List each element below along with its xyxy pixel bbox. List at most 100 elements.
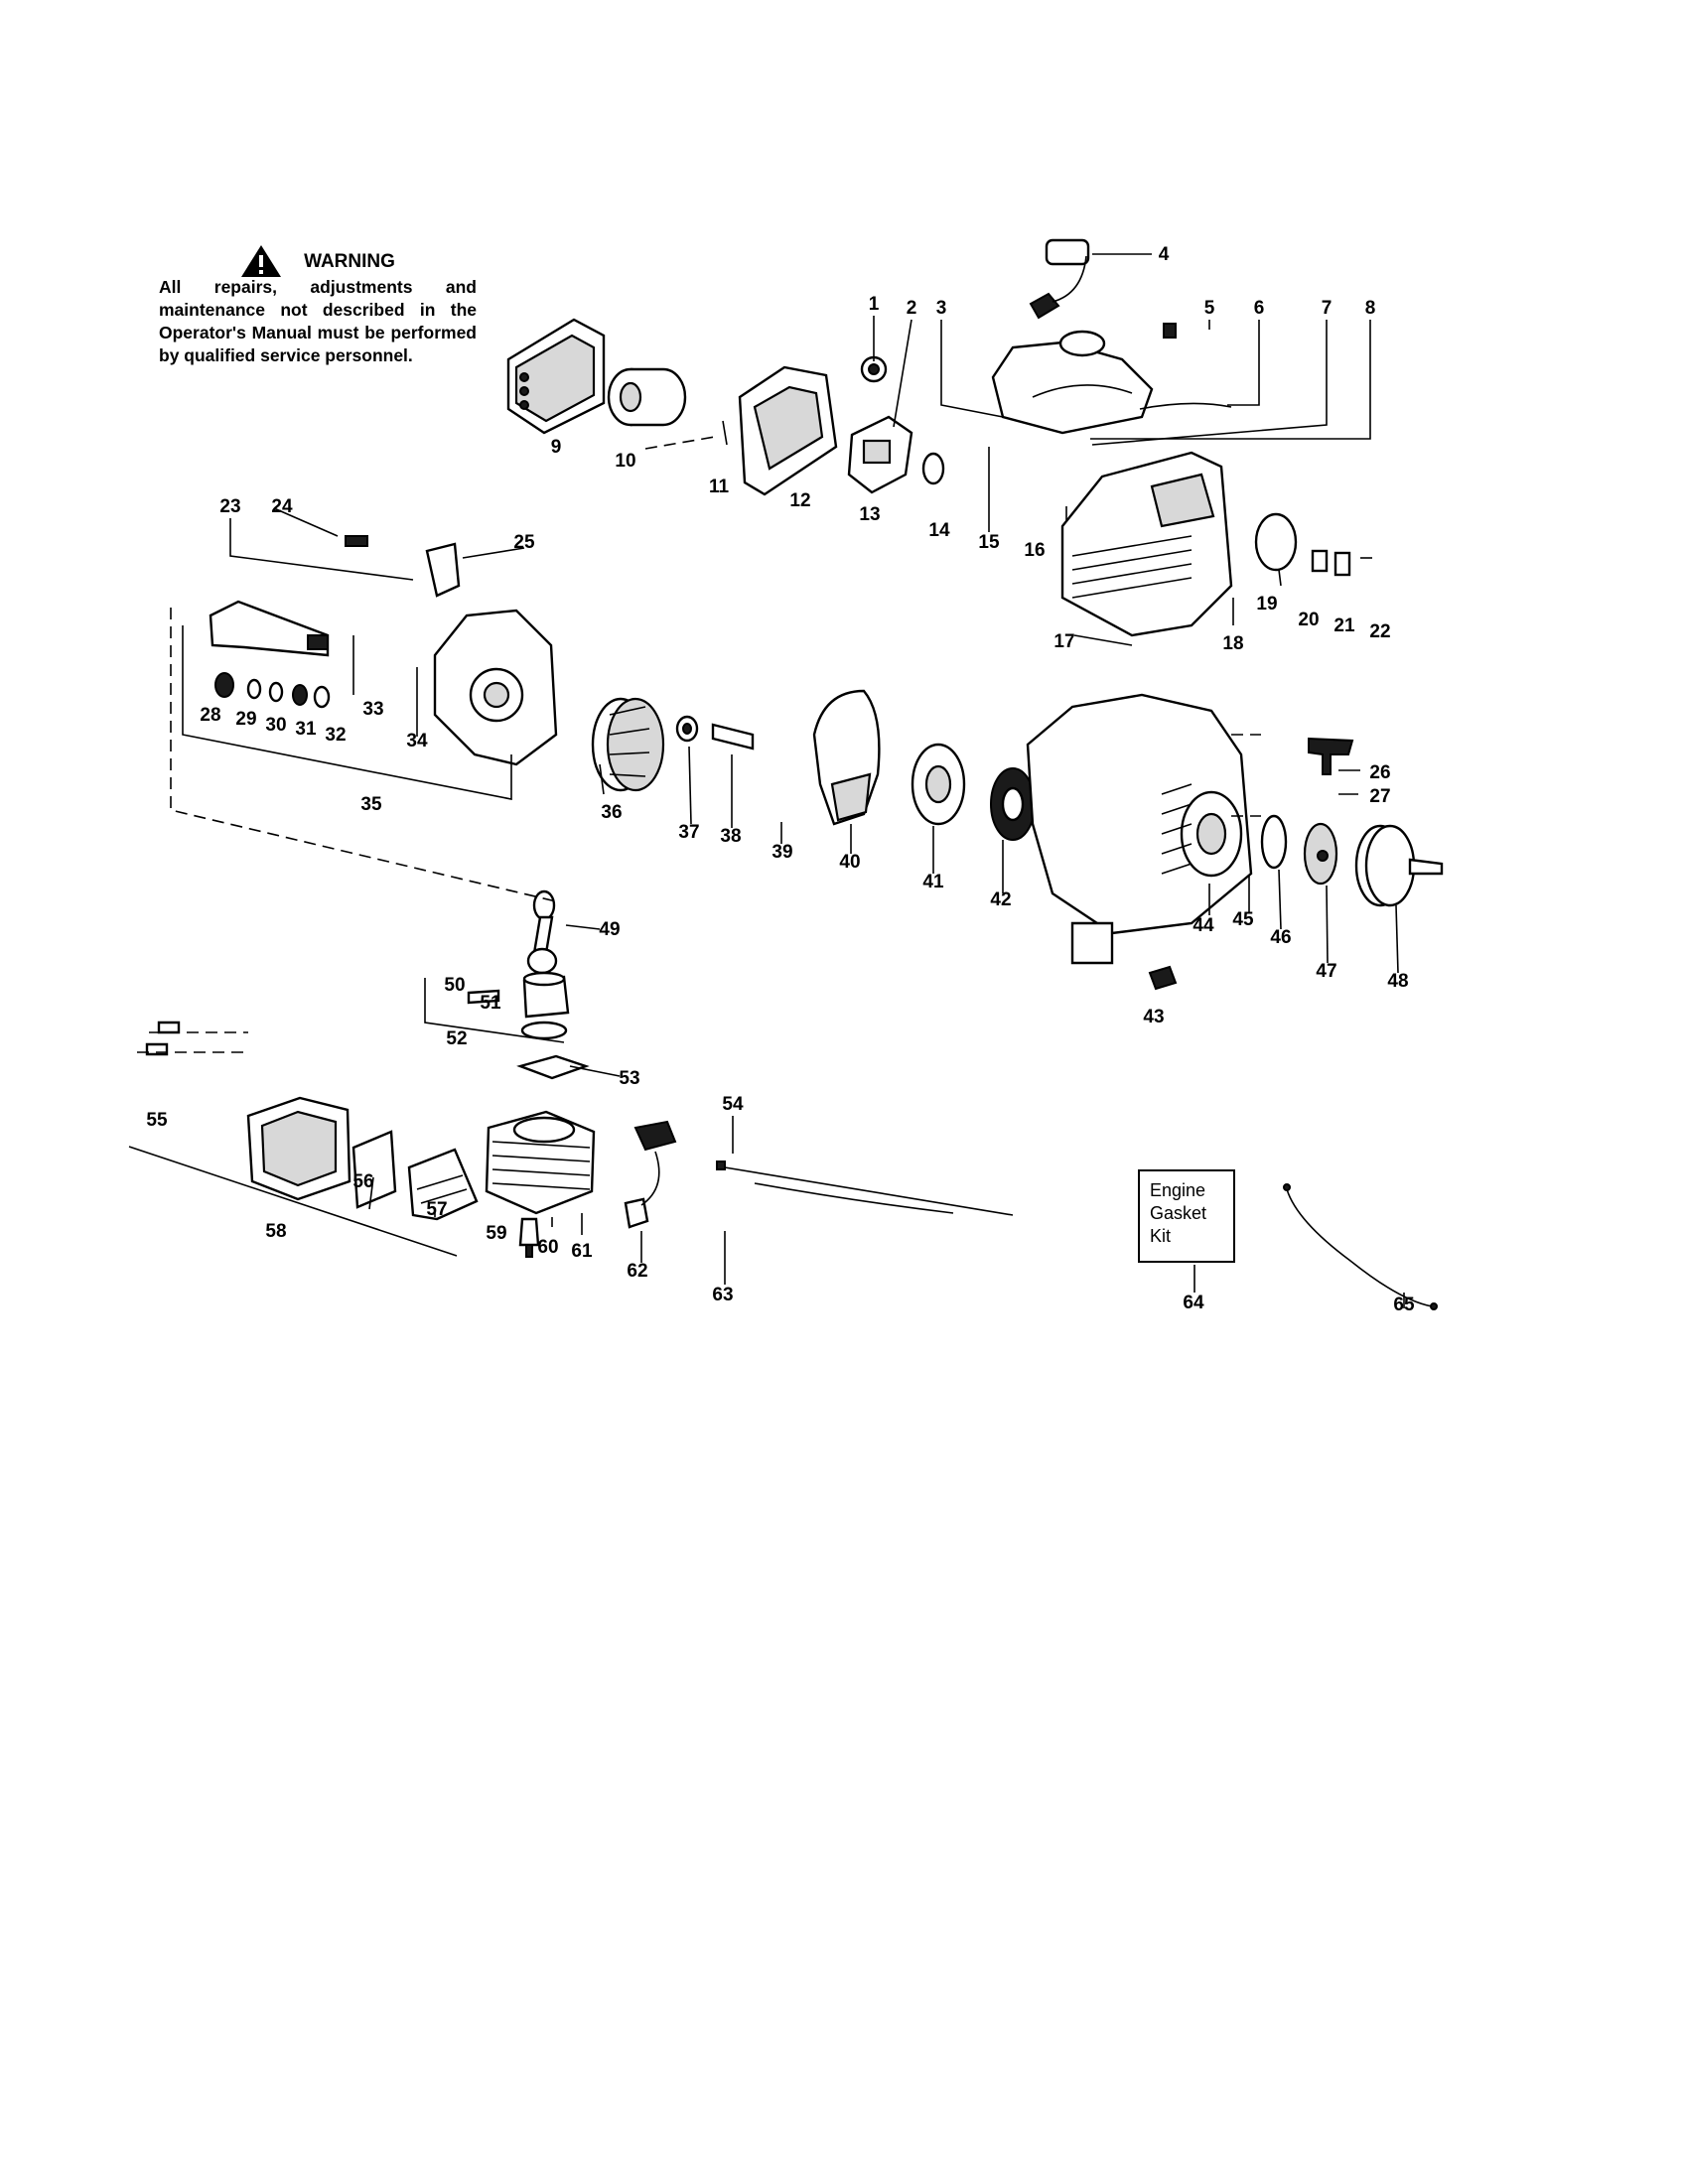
part-label: 60: [537, 1237, 558, 1258]
part-label: 42: [990, 889, 1011, 910]
part-label: 23: [219, 496, 240, 517]
warning-header: WARNING: [159, 244, 477, 278]
part-label: 59: [486, 1223, 506, 1244]
part-6-fuel-line: [1139, 402, 1232, 410]
part-label: 2: [907, 298, 917, 319]
part-label: 15: [978, 532, 1000, 553]
warning-text: All repairs, adjustments and maintenance…: [159, 277, 477, 365]
part-label: 20: [1298, 610, 1319, 630]
part-25-bracket: [425, 542, 461, 598]
kit-line-2: Gasket: [1150, 1203, 1207, 1223]
part-50-piston-pin: [467, 989, 500, 1005]
part-48-drum: [1354, 824, 1444, 907]
part-label: 14: [928, 520, 950, 541]
part-label: 1: [869, 294, 880, 315]
part-18-engine-shroud: [1060, 451, 1233, 637]
part-label: 63: [712, 1285, 733, 1305]
part-label: 50: [444, 975, 465, 996]
part-label: 62: [627, 1261, 647, 1282]
part-29-30-31-32-rings: [246, 678, 331, 709]
part-label: 27: [1369, 786, 1390, 807]
part-36-flywheel: [591, 697, 665, 792]
part-47-pawl-plate: [1303, 822, 1338, 886]
part-label: 36: [601, 802, 622, 823]
part-label: 34: [406, 731, 428, 751]
part-59-cylinder: [485, 1110, 596, 1215]
part-label: 37: [678, 822, 699, 843]
part-label: 4: [1159, 244, 1170, 265]
kit-line-3: Kit: [1150, 1226, 1172, 1246]
part-19-o-ring: [1254, 512, 1298, 572]
part-label: 10: [615, 451, 635, 472]
part-62-ignition-module: [624, 1120, 677, 1229]
part-label: 65: [1393, 1295, 1415, 1315]
part-54-cable-assembly: [716, 1160, 1014, 1216]
part-label: 17: [1053, 631, 1074, 652]
part-label: 38: [720, 826, 741, 847]
part-label: 13: [859, 504, 880, 525]
part-9-air-filter-cover: [506, 318, 606, 435]
part-label: 43: [1143, 1007, 1164, 1027]
part-40-fan-cover: [812, 689, 881, 826]
part-label: 6: [1254, 298, 1265, 319]
part-label: 33: [362, 699, 383, 720]
part-label: 31: [295, 719, 317, 740]
part-label: 55: [146, 1110, 168, 1131]
part-label: 7: [1322, 298, 1333, 319]
part-label: 57: [426, 1199, 447, 1220]
part-13-carburetor: [847, 415, 913, 494]
part-11-screw: [722, 420, 728, 446]
part-43-clip: [1148, 965, 1178, 991]
part-14-gasket-ring: [921, 452, 945, 485]
part-label: 24: [271, 496, 293, 517]
part-label: 21: [1333, 615, 1355, 636]
part-60-spark-plug: [518, 1217, 540, 1258]
part-51-piston: [522, 971, 570, 1019]
part-label: 11: [709, 477, 730, 497]
part-38-shaft-sleeve: [711, 723, 755, 751]
part-10-air-filter: [607, 367, 687, 427]
part-label: 58: [265, 1221, 286, 1242]
part-label: 46: [1270, 927, 1291, 948]
part-label: 49: [599, 919, 620, 940]
part-58-muffler: [246, 1096, 351, 1201]
part-label: 22: [1369, 621, 1390, 642]
engine-gasket-kit-box: Engine Gasket Kit: [1138, 1169, 1235, 1263]
part-42-clutch-plate: [990, 767, 1036, 841]
part-20-part: [1311, 549, 1329, 573]
part-55-bolts: [145, 1021, 181, 1056]
part-57-heat-shield: [407, 1148, 479, 1221]
part-label: 12: [789, 490, 810, 511]
part-28-bearing: [214, 672, 234, 698]
part-label: 51: [480, 993, 501, 1014]
part-37-washer: [675, 715, 699, 743]
part-label: 61: [571, 1241, 593, 1262]
part-label: 39: [772, 842, 792, 863]
part-label: 29: [235, 709, 256, 730]
part-label: 64: [1183, 1293, 1204, 1313]
part-65-throttle-cable: [1283, 1183, 1438, 1310]
part-label: 45: [1232, 909, 1254, 930]
part-label: 8: [1365, 298, 1376, 319]
part-label: 54: [722, 1094, 744, 1115]
part-label: 25: [513, 532, 535, 553]
kit-line-1: Engine: [1150, 1180, 1206, 1200]
warning-title: WARNING: [304, 250, 395, 272]
part-label: 5: [1204, 298, 1215, 319]
part-fuel-tank: [991, 330, 1154, 435]
part-label: 32: [325, 725, 346, 746]
part-26-starter-handle: [1308, 737, 1354, 775]
part-5-fuel-fitting: [1163, 323, 1177, 339]
part-label: 26: [1369, 762, 1390, 783]
part-33-drive-shaft: [209, 600, 330, 657]
warning-notice: WARNING All repairs, adjustments and mai…: [159, 244, 477, 367]
part-41-clutch: [911, 743, 966, 826]
part-52-piston-ring: [520, 1021, 568, 1040]
part-label: 44: [1193, 915, 1214, 936]
part-label: 56: [352, 1171, 373, 1192]
part-label: 40: [839, 852, 860, 873]
part-engine-housing: [1026, 693, 1253, 965]
warning-triangle-icon: [241, 245, 282, 277]
part-label: 18: [1222, 633, 1243, 654]
